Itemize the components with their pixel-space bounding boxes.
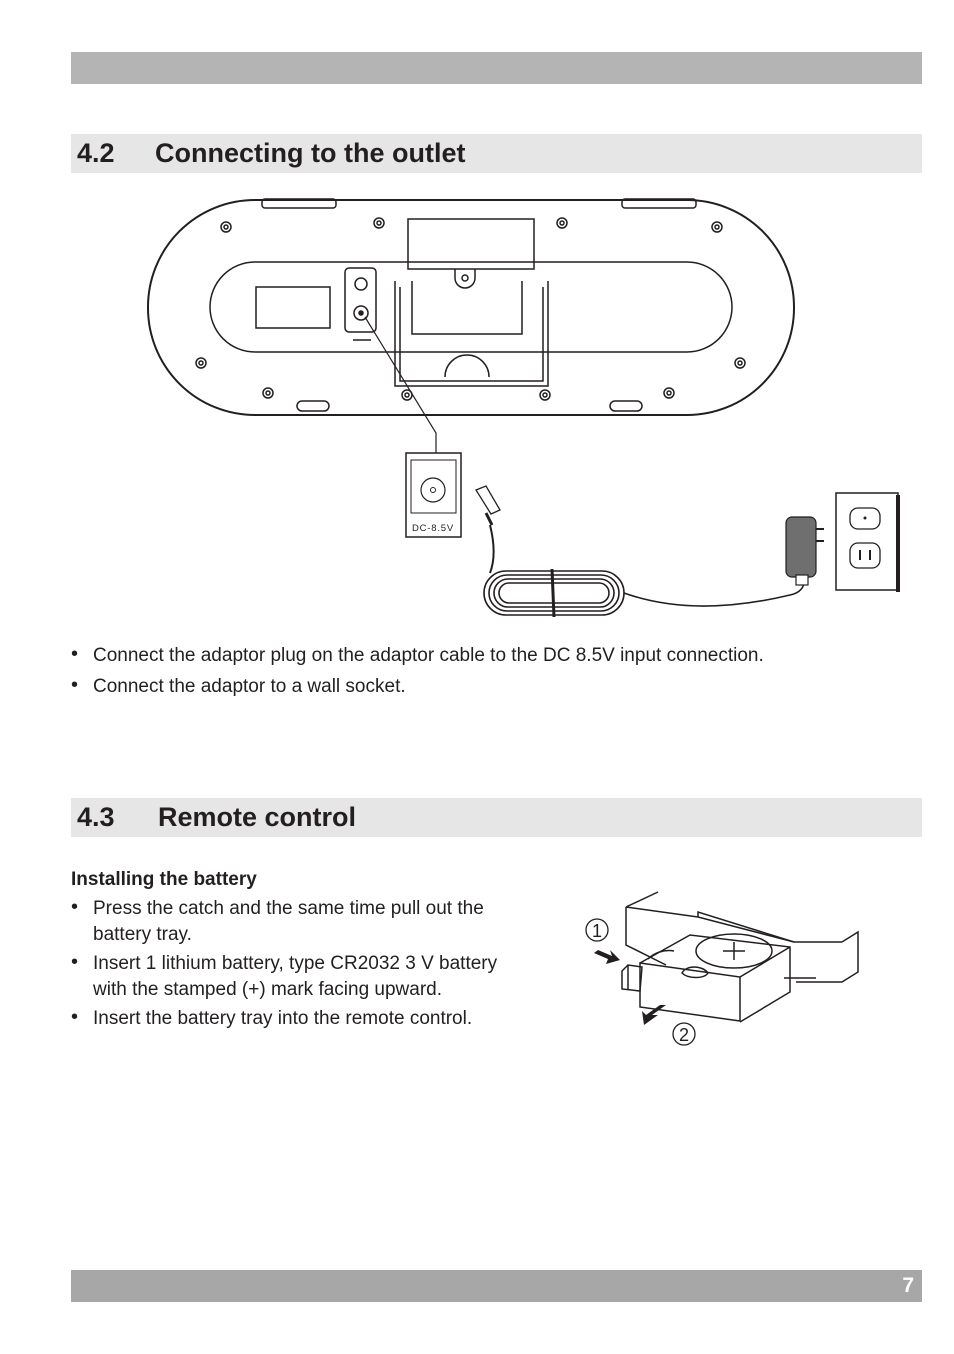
battery-steps-list: Press the catch and the same time pull o… — [71, 894, 531, 1035]
section-number: 4.3 — [77, 802, 115, 832]
list-item: Press the catch and the same time pull o… — [71, 894, 531, 948]
section-number: 4.2 — [77, 138, 115, 168]
outlet-connection-figure: DC-8.5V — [147, 198, 900, 618]
page-number: 7 — [902, 1274, 914, 1297]
header-bar — [71, 52, 922, 84]
list-item: Connect the adaptor to a wall socket. — [71, 672, 911, 700]
section-heading-4-2: 4.2 Connecting to the outlet — [71, 134, 922, 173]
battery-tray-figure: 1 2 — [585, 891, 859, 1046]
dc-jack-label: DC-8.5V — [412, 523, 454, 534]
battery-subheading: Installing the battery — [71, 869, 257, 890]
section-title: Remote control — [158, 802, 357, 832]
list-item: Connect the adaptor plug on the adaptor … — [71, 641, 911, 669]
outlet-steps-list: Connect the adaptor plug on the adaptor … — [71, 641, 911, 705]
section-heading-4-3: 4.3 Remote control — [71, 798, 922, 837]
section-title: Connecting to the outlet — [155, 138, 466, 168]
footer-bar: 7 — [71, 1270, 922, 1302]
step-2-label: 2 — [679, 1025, 689, 1045]
list-item: Insert the battery tray into the remote … — [71, 1004, 531, 1032]
step-1-label: 1 — [592, 921, 602, 941]
list-item: Insert 1 lithium battery, type CR2032 3 … — [71, 949, 531, 1003]
